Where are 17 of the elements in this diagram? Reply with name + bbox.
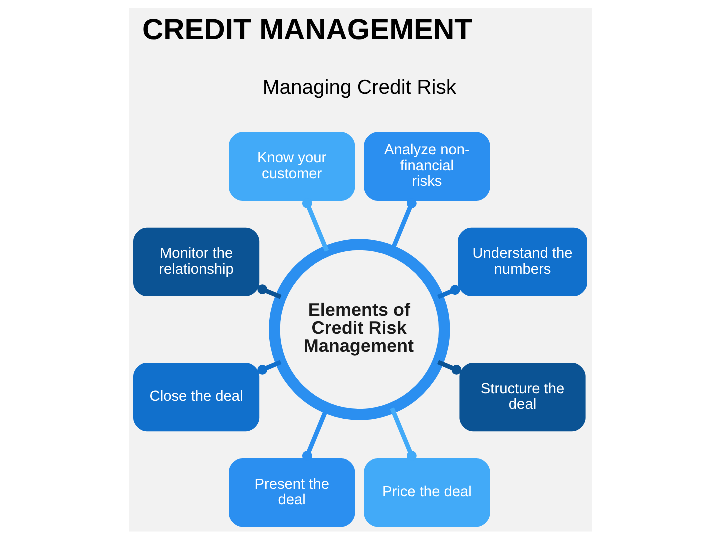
node-box: Price the deal [364, 458, 490, 528]
node-box: Structure the deal [459, 362, 586, 432]
diagram-title: CREDIT MANAGEMENT [142, 14, 472, 47]
connector [257, 360, 282, 375]
connector [257, 284, 282, 300]
connector [390, 408, 416, 461]
node-box: Monitor the relationship [133, 228, 260, 297]
node-box: Analyze non-financial risks [364, 132, 490, 201]
label: Managing Credit Risk [262, 76, 456, 99]
node-box: Close the deal [133, 362, 260, 432]
node-circle: Elements of Credit Risk Management [268, 239, 450, 420]
node-box: Understand the numbers [458, 228, 587, 297]
connector [302, 198, 329, 252]
connector [436, 360, 462, 375]
node-box: Present the deal [228, 458, 355, 528]
connector [436, 285, 460, 300]
node-box: Know your customer [228, 132, 355, 201]
